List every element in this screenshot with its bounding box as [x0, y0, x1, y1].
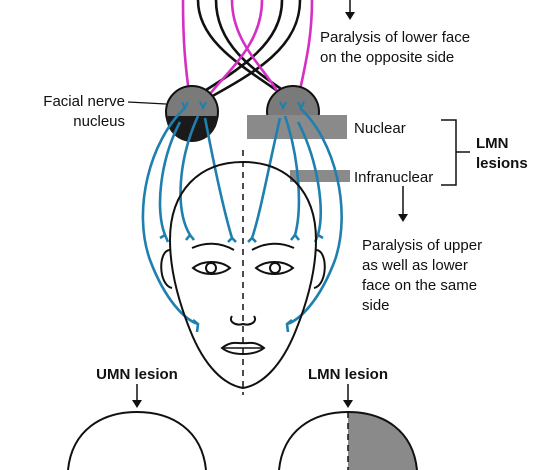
lmn-head-lesion-fill	[348, 412, 417, 470]
umn-head-outline	[67, 410, 207, 470]
magenta-fiber-3	[203, 0, 264, 101]
nuclear-label: Nuclear	[354, 120, 406, 137]
lower-result-text-line3: face on the same	[362, 277, 477, 294]
magenta-fiber-1	[181, 0, 192, 101]
lower-result-arrow	[398, 186, 408, 222]
nucleus-label-line1: Facial nerve	[43, 93, 125, 110]
right-ear	[313, 249, 326, 289]
left-ear	[160, 249, 173, 289]
facial-nerve-fibers	[141, 107, 343, 326]
lmn-lesion-arrow	[343, 384, 353, 408]
corticobulbar-fibers	[181, 0, 314, 105]
right-eye	[254, 261, 295, 275]
magenta-fiber-2	[230, 0, 284, 101]
nose	[230, 315, 256, 326]
left-eye	[191, 261, 232, 275]
left-eyebrow	[191, 242, 235, 251]
lower-result-text-line1: Paralysis of upper	[362, 237, 482, 254]
lower-result-text-line4: side	[362, 297, 390, 314]
magenta-fiber-4	[296, 0, 314, 101]
lmn-lesions-label-line2: lesions	[476, 155, 528, 172]
upper-result-text-line2: on the opposite side	[320, 49, 454, 66]
nucleus-fork-marks	[181, 101, 305, 111]
nuclear-lesion-bar	[247, 115, 347, 139]
mouth	[220, 341, 266, 355]
head-outline	[168, 160, 318, 390]
nucleus-pointer-line	[127, 101, 167, 105]
face-illustration	[160, 150, 326, 395]
black-fiber-4	[199, 0, 302, 105]
nerve-fork-ends	[159, 232, 324, 333]
umn-lesion-arrow	[132, 384, 142, 408]
lower-result-text-line2: as well as lower	[362, 257, 468, 274]
lmn-lesions-label-line1: LMN	[476, 135, 509, 152]
right-pupil	[269, 262, 281, 274]
left-pupil	[205, 262, 217, 274]
lmn-bracket	[441, 119, 470, 186]
right-eyebrow	[251, 242, 295, 251]
upper-result-arrow	[345, 0, 355, 20]
infranuclear-label: Infranuclear	[354, 169, 433, 186]
umn-lesion-label: UMN lesion	[96, 366, 178, 383]
upper-result-text-line1: Paralysis of lower face	[320, 29, 470, 46]
nucleus-label-line2: nucleus	[73, 113, 125, 130]
lmn-lesion-label: LMN lesion	[308, 366, 388, 383]
